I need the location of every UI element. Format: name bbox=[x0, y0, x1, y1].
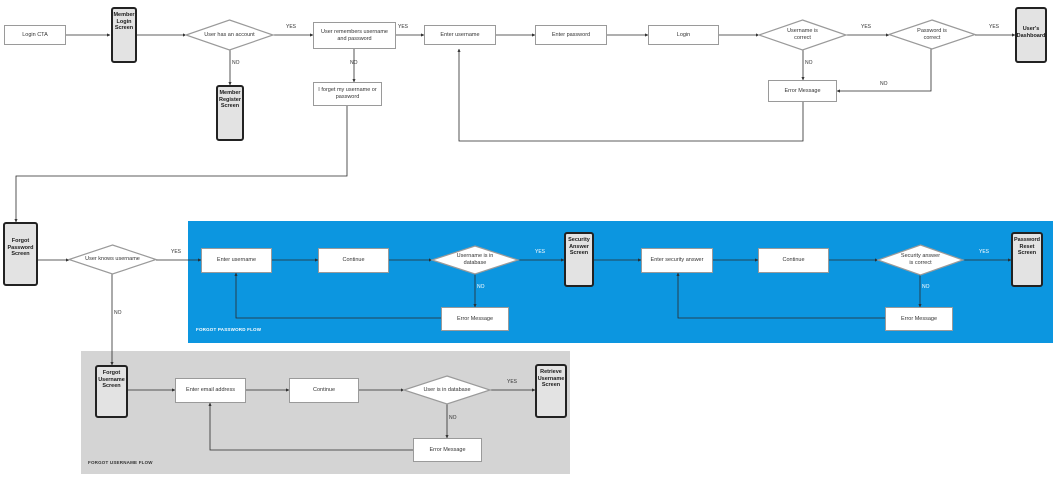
no-label: NO bbox=[232, 60, 240, 66]
forgot-username-flow-label: FORGOT USERNAME FLOW bbox=[88, 460, 153, 465]
forgot-username-flow-region bbox=[81, 351, 570, 474]
username-in-db-label: Username is in database bbox=[456, 253, 494, 266]
yes-label: YES bbox=[507, 379, 518, 385]
no-label: NO bbox=[880, 81, 888, 87]
knows-username-label: User knows username bbox=[85, 256, 140, 263]
no-label: NO bbox=[114, 310, 122, 316]
password-correct-label: Password is correct bbox=[917, 27, 947, 41]
retrieve-username-screen-node: Retrieve Username Screen bbox=[535, 364, 567, 418]
security-answer-correct-decision: Security answer is correct bbox=[878, 245, 963, 275]
error-message-node-top: Error Message bbox=[768, 80, 837, 102]
user-in-db-label: User is in database bbox=[423, 386, 471, 393]
enter-security-answer-node: Enter security answer bbox=[641, 248, 713, 273]
enter-password-node: Enter password bbox=[535, 25, 607, 45]
yes-label: YES bbox=[398, 24, 409, 30]
no-label: NO bbox=[449, 415, 457, 421]
fp-continue-node-2: Continue bbox=[758, 248, 829, 273]
fp-error-message-node-1: Error Message bbox=[441, 307, 509, 331]
forgot-password-flow-label: FORGOT PASSWORD FLOW bbox=[196, 327, 262, 332]
yes-label: YES bbox=[979, 249, 990, 255]
fp-error-message-node-2: Error Message bbox=[885, 307, 953, 331]
fp-continue-node-1: Continue bbox=[318, 248, 389, 273]
member-login-screen-node: Member Login Screen bbox=[111, 7, 137, 63]
password-correct-decision: Password is correct bbox=[889, 20, 975, 49]
forgot-password-screen-node: Forgot Password Screen bbox=[3, 222, 38, 286]
security-answer-screen-node: Security Answer Screen bbox=[564, 232, 594, 287]
yes-label: YES bbox=[286, 24, 297, 30]
forgot-username-screen-node: Forgot Username Screen bbox=[95, 365, 128, 418]
enter-email-node: Enter email address bbox=[175, 378, 246, 403]
remembers-credentials-node: User remembers username and password bbox=[313, 22, 396, 49]
login-cta-node: Login CTA bbox=[4, 25, 66, 45]
no-label: NO bbox=[922, 284, 930, 290]
forgot-credentials-node: I forget my username or password bbox=[313, 82, 382, 106]
security-answer-correct-label: Security answer is correct bbox=[900, 253, 941, 266]
username-in-db-decision: Username is in database bbox=[432, 246, 518, 274]
fu-continue-node: Continue bbox=[289, 378, 359, 403]
has-account-decision: User has an account bbox=[186, 20, 273, 50]
knows-username-decision: User knows username bbox=[69, 245, 156, 274]
username-correct-label: Username is correct bbox=[787, 28, 818, 41]
login-node: Login bbox=[648, 25, 719, 45]
enter-username-node: Enter username bbox=[424, 25, 496, 45]
password-reset-screen-node: Password Reset Screen bbox=[1011, 232, 1043, 287]
yes-label: YES bbox=[989, 24, 1000, 30]
no-label: NO bbox=[350, 60, 358, 66]
no-label: NO bbox=[805, 60, 813, 66]
yes-label: YES bbox=[861, 24, 872, 30]
fp-enter-username-node: Enter username bbox=[201, 248, 272, 273]
fu-error-message-node: Error Message bbox=[413, 438, 482, 462]
user-in-db-decision: User is in database bbox=[404, 376, 490, 404]
yes-label: YES bbox=[171, 249, 182, 255]
username-correct-decision: Username is correct bbox=[759, 20, 846, 50]
no-label: NO bbox=[477, 284, 485, 290]
member-register-screen-node: Member Register Screen bbox=[216, 85, 244, 141]
users-dashboard-node: User's Dashboard bbox=[1015, 7, 1047, 63]
yes-label: YES bbox=[535, 249, 546, 255]
has-account-label: User has an account bbox=[204, 31, 255, 38]
